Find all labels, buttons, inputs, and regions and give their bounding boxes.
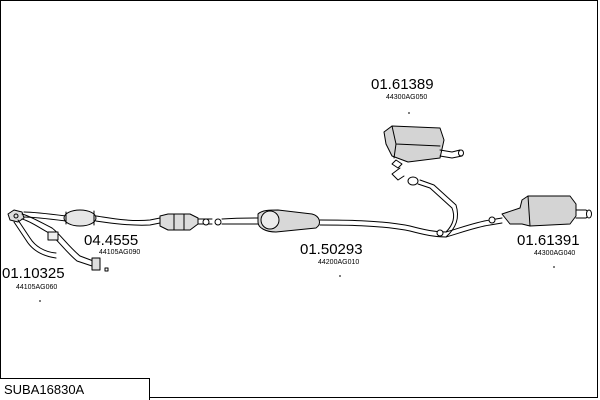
rear-branch-left bbox=[391, 167, 459, 238]
rear-silencer-left-part bbox=[383, 125, 464, 169]
front-pipe-part bbox=[13, 213, 109, 272]
part-number-front-pipe: 01.10325 bbox=[2, 265, 65, 282]
oem-number-centre-pipe: 44200AG010 bbox=[318, 259, 360, 266]
rear-silencer-right-part bbox=[501, 195, 592, 227]
rear-branch-right bbox=[445, 216, 503, 238]
oem-number-rear-silencer-left: 44300AG050 bbox=[386, 94, 428, 101]
part-number-catalyst-front: 04.4555 bbox=[84, 232, 139, 249]
assembly-code-box: SUBA16830A bbox=[0, 378, 150, 400]
manifold-flange bbox=[7, 209, 25, 223]
catalyst-front-part bbox=[23, 209, 161, 227]
assembly-code: SUBA16830A bbox=[4, 382, 85, 397]
centre-pipe-part bbox=[221, 209, 447, 238]
oem-number-rear-silencer-right: 44300AG040 bbox=[534, 250, 576, 257]
part-number-centre-pipe: 01.50293 bbox=[300, 241, 363, 258]
oem-number-catalyst-front: 44105AG090 bbox=[99, 249, 141, 256]
oem-number-front-pipe: 44105AG060 bbox=[16, 284, 58, 291]
part-number-rear-silencer-left: 01.61389 bbox=[371, 76, 434, 93]
part-number-rear-silencer-right: 01.61391 bbox=[517, 232, 580, 249]
catalyst-mid bbox=[159, 213, 222, 231]
